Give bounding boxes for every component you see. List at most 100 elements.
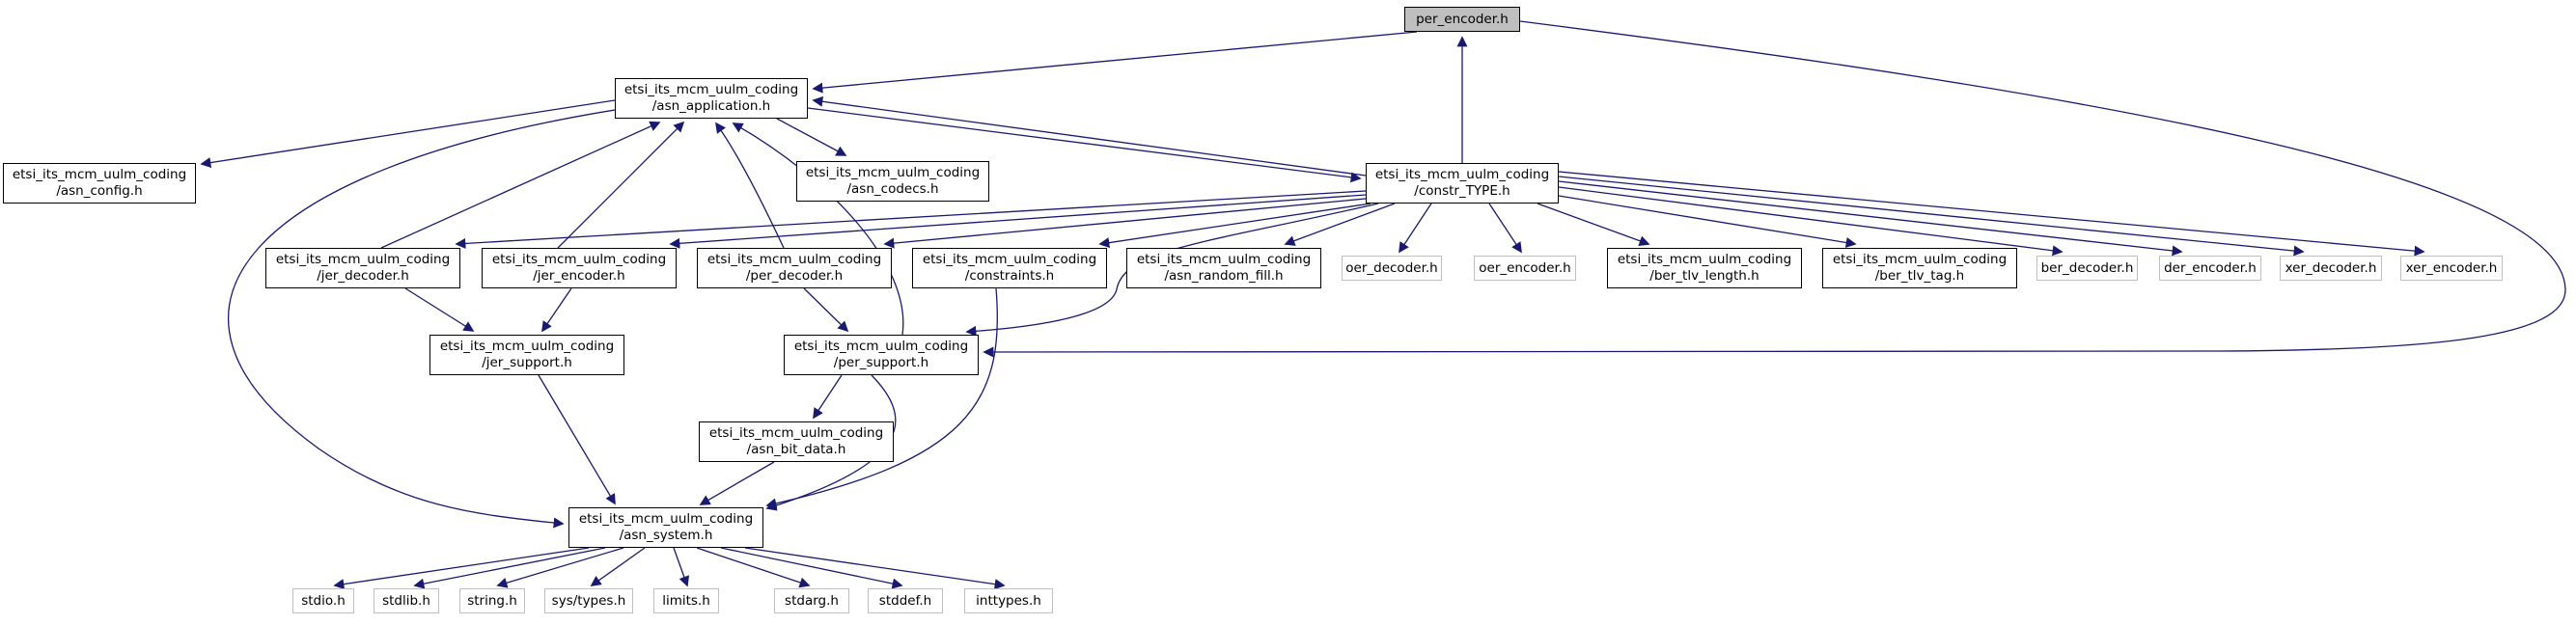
node-label: etsi_its_mcm_uulm_coding [1374, 167, 1550, 182]
node-label: xer_decoder.h [2285, 259, 2377, 276]
node-label: stdlib.h [382, 592, 430, 609]
node-constr_TYPE-h[interactable]: etsi_its_mcm_uulm_coding/constr_TYPE.h [1366, 163, 1559, 204]
edge-asn_application-to-asn_config [200, 99, 616, 169]
node-label: /jer_encoder.h [533, 268, 625, 284]
edge-constr_TYPE-to-ber_decoder [1558, 186, 2064, 257]
node-label: stddef.h [878, 592, 932, 609]
node-label: etsi_its_mcm_uulm_coding [12, 167, 187, 182]
node-label: per_encoder.h [1416, 11, 1509, 27]
node-label: string.h [467, 592, 517, 609]
node-oer_decoder-h: oer_decoder.h [1342, 256, 1442, 281]
node-stdarg-h: stdarg.h [774, 588, 849, 613]
node-per_support-h[interactable]: etsi_its_mcm_uulm_coding/per_support.h [784, 335, 979, 375]
node-jer_decoder-h[interactable]: etsi_its_mcm_uulm_coding/jer_decoder.h [265, 248, 460, 288]
node-label: /ber_tlv_length.h [1649, 268, 1759, 284]
node-label: /asn_config.h [56, 183, 143, 199]
node-label: oer_encoder.h [1479, 259, 1571, 276]
node-sys_types-h: sys/types.h [544, 588, 633, 613]
node-oer_encoder-h: oer_encoder.h [1474, 256, 1576, 281]
node-per_decoder-h[interactable]: etsi_its_mcm_uulm_coding/per_decoder.h [697, 248, 892, 288]
edge-asn_system-to-stdarg [696, 547, 811, 588]
node-per_encoder-h: per_encoder.h [1404, 7, 1520, 32]
edge-constr_TYPE-to-xer_decoder [1558, 176, 2305, 257]
edge-asn_system-to-stddef [720, 547, 903, 589]
edge-asn_system-to-stdlib [413, 547, 606, 589]
edge-constr_TYPE-to-ber_tlv_tag [1558, 195, 1857, 248]
node-label: /jer_support.h [482, 355, 572, 370]
node-label: etsi_its_mcm_uulm_coding [922, 252, 1097, 267]
node-label: /asn_application.h [651, 98, 771, 114]
edge-constr_TYPE-to-xer_encoder [1558, 171, 2425, 257]
node-ber_tlv_tag-h[interactable]: etsi_its_mcm_uulm_coding/ber_tlv_tag.h [1822, 248, 2017, 288]
node-label: /asn_system.h [619, 528, 713, 543]
edge-asn_system-to-string [496, 547, 624, 588]
edge-constr_TYPE-to-asn_random_fill [1284, 203, 1396, 246]
edge-asn_system-to-stdio [333, 547, 590, 590]
node-label: etsi_its_mcm_uulm_coding [708, 425, 884, 441]
edge-per_decoder-to-per_support [803, 287, 849, 333]
node-label: etsi_its_mcm_uulm_coding [439, 339, 615, 354]
edge-asn_application-to-asn_system [228, 109, 616, 529]
edge-jer_support-to-asn_system [538, 374, 616, 505]
edge-constr_TYPE-to-jer_decoder [455, 190, 1367, 249]
node-label: /asn_codecs.h [846, 181, 939, 197]
node-label: limits.h [662, 592, 710, 609]
edge-jer_decoder-to-asn_application [380, 121, 661, 249]
node-asn_random_fill-h[interactable]: etsi_its_mcm_uulm_coding/asn_random_fill… [1126, 248, 1321, 288]
node-label: etsi_its_mcm_uulm_coding [491, 252, 667, 267]
node-asn_bit_data-h[interactable]: etsi_its_mcm_uulm_coding/asn_bit_data.h [699, 421, 894, 462]
node-jer_support-h[interactable]: etsi_its_mcm_uulm_coding/jer_support.h [429, 335, 624, 375]
node-stdlib-h: stdlib.h [374, 588, 439, 613]
edge-asn_application-to-asn_codecs [776, 118, 847, 156]
node-label: /ber_tlv_tag.h [1874, 268, 1965, 284]
node-label: etsi_its_mcm_uulm_coding [805, 165, 981, 180]
edge-jer_encoder-to-asn_application [557, 121, 685, 249]
node-label: sys/types.h [551, 592, 626, 609]
edge-constr_TYPE-to-der_encoder [1558, 180, 2183, 257]
node-label: etsi_its_mcm_uulm_coding [623, 82, 799, 97]
edge-per_encoder-to-asn_application [812, 31, 1418, 94]
node-asn_application-h[interactable]: etsi_its_mcm_uulm_coding/asn_application… [615, 78, 808, 119]
node-label: etsi_its_mcm_uulm_coding [706, 252, 882, 267]
node-ber_tlv_length-h[interactable]: etsi_its_mcm_uulm_coding/ber_tlv_length.… [1607, 248, 1802, 288]
node-constraints-h[interactable]: etsi_its_mcm_uulm_coding/constraints.h [912, 248, 1107, 288]
node-label: etsi_its_mcm_uulm_coding [1617, 252, 1792, 267]
node-ber_decoder-h: ber_decoder.h [2036, 256, 2138, 281]
node-label: /per_support.h [833, 355, 929, 370]
node-der_encoder-h: der_encoder.h [2159, 256, 2261, 281]
edge-constr_TYPE-to-per_support [965, 203, 1379, 337]
node-label: /asn_random_fill.h [1164, 268, 1284, 284]
node-string-h: string.h [459, 588, 525, 613]
edge-asn_system-to-inttypes [744, 547, 1006, 590]
node-label: etsi_its_mcm_uulm_coding [1832, 252, 2008, 267]
edge-per_support-to-asn_bit_data [813, 374, 843, 420]
node-label: etsi_its_mcm_uulm_coding [578, 511, 754, 527]
edge-jer_decoder-to-jer_support [404, 287, 475, 332]
edge-constr_TYPE-to-per_decoder [883, 198, 1367, 249]
node-asn_system-h[interactable]: etsi_its_mcm_uulm_coding/asn_system.h [568, 507, 763, 548]
edge-constr_TYPE-to-asn_application [812, 95, 1367, 177]
node-inttypes-h: inttypes.h [964, 588, 1053, 613]
node-label: /per_decoder.h [745, 268, 844, 284]
node-label: etsi_its_mcm_uulm_coding [793, 339, 969, 354]
node-stdio-h: stdio.h [292, 588, 354, 613]
edge-asn_system-to-limits [673, 547, 690, 587]
edge-per_decoder-to-asn_application [715, 122, 785, 249]
edge-per_support-to-asn_application [732, 122, 904, 336]
node-asn_config-h[interactable]: etsi_its_mcm_uulm_coding/asn_config.h [3, 163, 196, 204]
edge-constr_TYPE-to-oer_decoder [1399, 203, 1432, 254]
edge-constr_TYPE-to-jer_encoder [669, 194, 1367, 249]
node-xer_decoder-h: xer_decoder.h [2280, 256, 2382, 281]
node-jer_encoder-h[interactable]: etsi_its_mcm_uulm_coding/jer_encoder.h [482, 248, 677, 288]
node-label: etsi_its_mcm_uulm_coding [275, 252, 451, 267]
node-label: der_encoder.h [2164, 259, 2257, 276]
node-asn_codecs-h[interactable]: etsi_its_mcm_uulm_coding/asn_codecs.h [796, 161, 989, 202]
node-xer_encoder-h: xer_encoder.h [2400, 256, 2503, 281]
edge-jer_encoder-to-jer_support [541, 287, 572, 333]
edge-asn_system-to-sys_types [590, 547, 646, 586]
edge-asn_bit_data-to-asn_system [699, 461, 775, 505]
node-label: stdarg.h [785, 592, 839, 609]
edge-constr_TYPE-to-oer_encoder [1488, 203, 1522, 254]
